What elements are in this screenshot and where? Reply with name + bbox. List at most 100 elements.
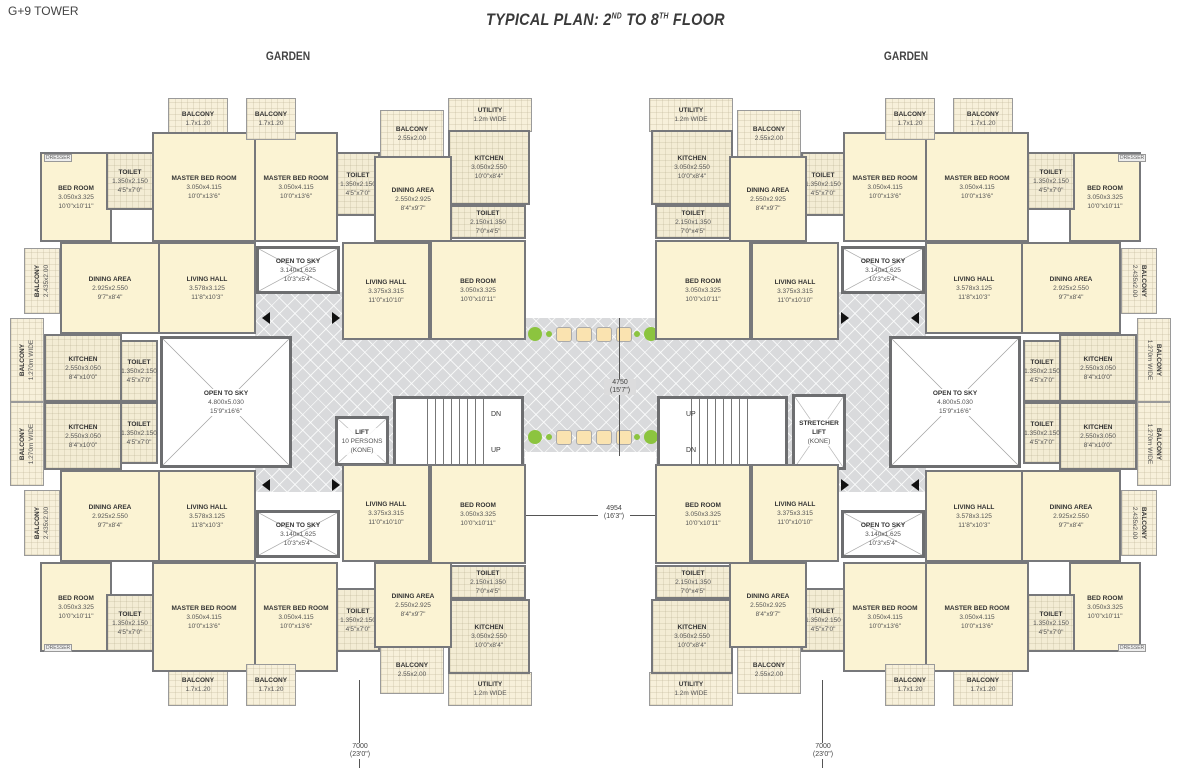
room-metric: 3.050x2.550 [674, 164, 710, 171]
room-metric: 2.925x2.550 [92, 512, 128, 520]
dim-mm: 4750 [612, 379, 628, 386]
room-name: BALCONY [181, 111, 215, 118]
dim-ft: (23'0") [349, 751, 371, 758]
room-imperial: 11'8"x10'3" [191, 521, 223, 529]
room-metric: 1.2m WIDE [674, 116, 708, 123]
room-metric: 2.435x2.00 [1130, 264, 1138, 298]
bench [576, 430, 592, 445]
room-name: BALCONY [395, 126, 429, 133]
room-name: DINING AREA [746, 592, 790, 600]
room-metric: 1.7x1.20 [258, 120, 284, 127]
room-name: LIVING HALL [365, 278, 407, 286]
room-imperial: 11'0"x10'10" [777, 518, 813, 526]
room-name: DINING AREA [746, 186, 790, 194]
garden-label-right: GARDEN [883, 49, 929, 63]
room-name: BALCONY [752, 126, 786, 133]
room-metric: 2.435x2.00 [1130, 506, 1138, 540]
room-imperial: 8'4"x9'7" [400, 204, 426, 212]
room-metric: 3.050x2.550 [674, 633, 710, 640]
room-metric: 3.050x4.115 [278, 183, 314, 191]
room-metric: 2.925x2.550 [1053, 284, 1089, 292]
stair-up-label: UP [686, 411, 696, 418]
room-name: TOILET [118, 168, 142, 176]
room-name: DINING AREA [88, 503, 132, 511]
room-name: BED ROOM [58, 184, 94, 192]
room-imperial: 10'0"x10'11" [58, 612, 94, 620]
room-name: KITCHEN [68, 355, 98, 363]
room-name: MASTER BED ROOM [171, 174, 237, 182]
room-name: KITCHEN [1083, 355, 1113, 363]
room-name: BED ROOM [1087, 594, 1123, 602]
room-metric: 3.578x3.125 [956, 512, 992, 520]
dimension-label: 4954(16'3") [598, 505, 630, 521]
room-metric: 3.050x4.115 [867, 613, 903, 621]
room-name: TOILET [811, 171, 835, 179]
room-metric: 1.7x1.20 [897, 686, 923, 693]
room-name: BALCONY [966, 677, 1000, 684]
dim-ft: (16'3") [603, 513, 625, 520]
room-metric: 3.375x3.315 [777, 287, 813, 295]
lift-name: STRETCHER [799, 419, 839, 427]
room-imperial: 11'0"x10'10" [368, 518, 404, 526]
room-metric: 1.350x2.150 [340, 180, 376, 188]
bench [556, 327, 572, 342]
room-imperial: 4'5"x7'0" [126, 376, 152, 384]
room-name: MASTER BED ROOM [852, 604, 918, 612]
room-name: BALCONY [1139, 506, 1147, 540]
room-metric: 3.140x1.625 [865, 266, 901, 274]
entry-arrow-icon [332, 479, 340, 491]
bench [576, 327, 592, 342]
dim-ft: (23'0") [812, 751, 834, 758]
room-imperial: 10'3"x5'4" [868, 539, 898, 547]
room-metric: 1.350x2.150 [805, 180, 841, 188]
room-metric: 1.2m WIDE [473, 690, 507, 697]
bench [596, 430, 612, 445]
room-name: BED ROOM [1087, 184, 1123, 192]
room-name: BALCONY [752, 662, 786, 669]
dresser-label: DRESSER [1118, 154, 1147, 162]
room-name: BALCONY [254, 111, 288, 118]
entry-arrow-icon [262, 312, 270, 324]
room-name: TOILET [1030, 420, 1054, 428]
dimension-line [525, 515, 656, 516]
staircase-left [393, 396, 524, 472]
room-imperial: 8'4"x10'0" [68, 373, 98, 381]
dim-mm: 7000 [815, 743, 831, 750]
